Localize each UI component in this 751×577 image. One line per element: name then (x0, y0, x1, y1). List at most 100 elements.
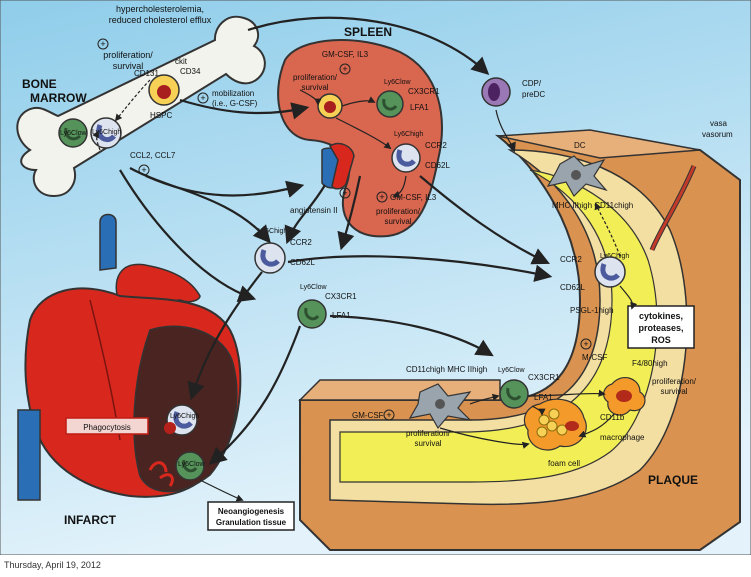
mcsf-label: M-CSF (582, 353, 607, 362)
f480-label: F4/80high (632, 359, 668, 368)
spleen-hspc-cell (317, 93, 343, 119)
plus-icon: + (97, 38, 109, 50)
foam-cell-label: foam cell (548, 459, 580, 468)
ckit-label: ckit (175, 57, 188, 66)
plaque-cd62l-label: CD62L (560, 283, 585, 292)
bone-prolif-2: survival (113, 61, 144, 71)
bone-marrow-title: BONE (22, 77, 57, 91)
plus-icon: + (197, 92, 209, 104)
blood-ly6c-high-cell (254, 242, 286, 274)
infarct-title: INFARCT (64, 513, 117, 527)
spleen-cd62l-label: CD62L (425, 161, 450, 170)
plaque-artery (298, 129, 741, 551)
svg-text:ROS: ROS (651, 335, 671, 345)
phagocytosis-box: Phagocytosis (65, 417, 149, 435)
bone-ly6c-high-cell (90, 117, 122, 149)
ccl-label: CCL2, CCL7 (130, 151, 176, 160)
spleen-title: SPLEEN (344, 25, 392, 39)
plus-icon: + (580, 338, 592, 350)
svg-text:+: + (200, 93, 205, 103)
cd131-label: CD131 (134, 69, 159, 78)
blood-ly6c-low-cell (297, 299, 327, 329)
plaque-ccr2-label: CCR2 (560, 255, 582, 264)
plus-icon: + (339, 187, 351, 199)
svg-text:Neoangiogenesis: Neoangiogenesis (218, 507, 285, 516)
macrophage-cell (603, 376, 646, 416)
infarct-ly6c-high-label: Ly6Chigh (170, 413, 199, 420)
bone (16, 15, 266, 198)
infarct-ly6c-high-cell (164, 404, 198, 436)
mhc-cd11c-label: MHC IIhigh CD11chigh (552, 201, 633, 210)
plaque-prolif-2: survival (660, 387, 687, 396)
svg-text:proteases,: proteases, (638, 323, 683, 333)
spleen-prolif-1: proliferation/ (293, 73, 338, 82)
hspc-label: HSPC (150, 111, 172, 120)
plaque-ly6c-high-label: Ly6Chigh (600, 253, 629, 260)
outcome-box: Neoangiogenesis Granulation tissue (207, 501, 295, 531)
bone-marrow-title-2: MARROW (30, 91, 87, 105)
infarct-ly6c-low-cell (175, 451, 205, 481)
bone-ly6c-low-label: Ly6Clow (60, 130, 88, 137)
risk-factors-1: hypercholesterolemia, (116, 4, 204, 14)
plaque-ly6c-high-cell (594, 256, 626, 288)
vasa-label-2: vasorum (702, 130, 733, 139)
dendritic-cell (546, 155, 608, 197)
blood-ccr2-label: CCR2 (290, 238, 312, 247)
plus-icon: + (376, 191, 388, 203)
svg-text:+: + (342, 64, 347, 74)
footer-date: Thursday, April 19, 2012 (4, 560, 101, 570)
blood-ly6c-low-label: Ly6Clow (300, 284, 328, 291)
dc-label: DC (574, 141, 586, 150)
cdp-label-2: preDC (522, 90, 545, 99)
spleen-ly6c-high-label: Ly6Chigh (394, 131, 423, 138)
plaque-gmcsf-label: GM-CSF (352, 411, 384, 420)
macrophage-label: macrophage (600, 433, 645, 442)
angiotensin-label: angiotensin II (290, 206, 338, 215)
spleen-prolif-bottom-1: proliferation/ (376, 207, 421, 216)
cytokines-box: cytokines, proteases, ROS (627, 305, 695, 349)
vasa-vasorum (649, 165, 697, 251)
mobilization-2: (i.e., G-CSF) (212, 99, 258, 108)
psgl-label: PSGL-1high (570, 306, 614, 315)
cdp-cell (481, 77, 511, 107)
thin-arrows (92, 79, 638, 449)
blood-ly6c-high-label: Ly6Chigh (258, 228, 287, 235)
spleen-ccr2-label: CCR2 (425, 141, 447, 150)
risk-factors-2: reduced cholesterol efflux (109, 15, 212, 25)
plaque-title: PLAQUE (648, 473, 698, 487)
blood-cx3cr1-label: CX3CR1 (325, 292, 357, 301)
cd11b-label: CD11b (600, 413, 625, 422)
spleen-prolif-2: survival (301, 83, 328, 92)
spleen-cx3cr1-label: CX3CR1 (408, 87, 440, 96)
plus-icon: + (339, 63, 351, 75)
spleen-ly6c-low-label: Ly6Clow (384, 79, 412, 86)
svg-text:+: + (583, 339, 588, 349)
svg-text:+: + (386, 410, 391, 420)
cdp-label-1: CDP/ (522, 79, 542, 88)
infarct-ly6c-low-label: Ly6Clow (178, 461, 206, 468)
monocyte-diagram: BONE MARROW hypercholesterolemia, reduce… (0, 0, 751, 555)
plus-icon: + (383, 409, 395, 421)
svg-text:cytokines,: cytokines, (639, 311, 683, 321)
blood-cd62l-label: CD62L (290, 258, 315, 267)
plaque-prolif2-1: proliferation/ (406, 429, 451, 438)
flow-arrows (119, 16, 553, 502)
plaque-prolif-1: proliferation/ (652, 377, 697, 386)
plaque-ly6c-low-cell (499, 379, 529, 409)
svg-text:+: + (342, 188, 347, 198)
cd34-label: CD34 (180, 67, 201, 76)
spleen-lfa1-label: LFA1 (410, 103, 429, 112)
plaque-lfa1-label: LFA1 (534, 393, 553, 402)
spleen-ly6c-low-cell (376, 90, 404, 118)
spleen-gmcsf-top: GM-CSF, IL3 (322, 50, 369, 59)
spleen-organ (277, 39, 443, 238)
bone-ly6c-low-cell (58, 118, 88, 148)
plaque-ly6c-low-label: Ly6Clow (498, 367, 526, 374)
plaque-dendritic-cell (408, 383, 472, 430)
plaque-prolif2-2: survival (414, 439, 441, 448)
mobilization-1: mobilization (212, 89, 254, 98)
bone-ly6c-high-label: Ly6Chigh (92, 129, 121, 136)
svg-text:+: + (379, 192, 384, 202)
svg-text:Phagocytosis: Phagocytosis (83, 423, 131, 432)
vasa-label-1: vasa (710, 119, 727, 128)
